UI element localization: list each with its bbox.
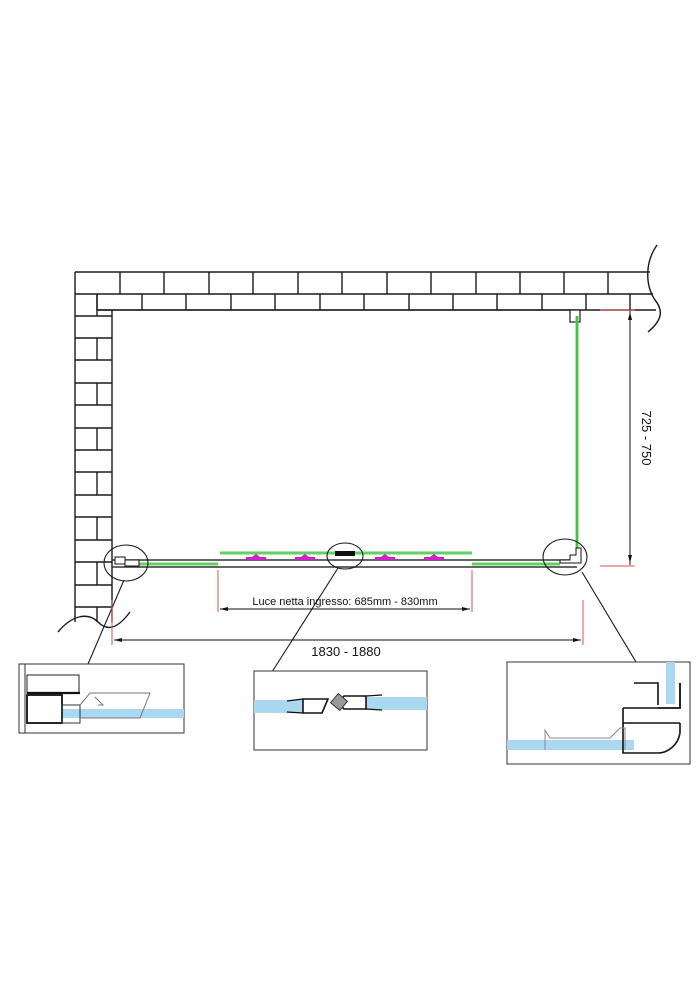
rollers bbox=[246, 554, 444, 560]
right-corner-profile-detail bbox=[506, 661, 691, 765]
dimension-opening bbox=[217, 570, 473, 612]
dimension-depth bbox=[600, 309, 635, 567]
side-fixed-panel bbox=[569, 309, 581, 548]
detail-callout-circles bbox=[87, 538, 637, 673]
front-sliding-panels bbox=[112, 547, 582, 568]
opening-dimension-label: Luce netta ingresso: 685mm - 830mm bbox=[252, 596, 437, 608]
width-dimension-label: 1830 - 1880 bbox=[311, 644, 380, 659]
depth-dimension-label: 725 - 750 bbox=[639, 411, 654, 466]
center-magnetic-seal-detail bbox=[253, 670, 428, 751]
left-wall-profile-detail bbox=[18, 663, 185, 734]
brick-wall-left bbox=[57, 272, 131, 633]
dimension-width bbox=[111, 600, 584, 645]
